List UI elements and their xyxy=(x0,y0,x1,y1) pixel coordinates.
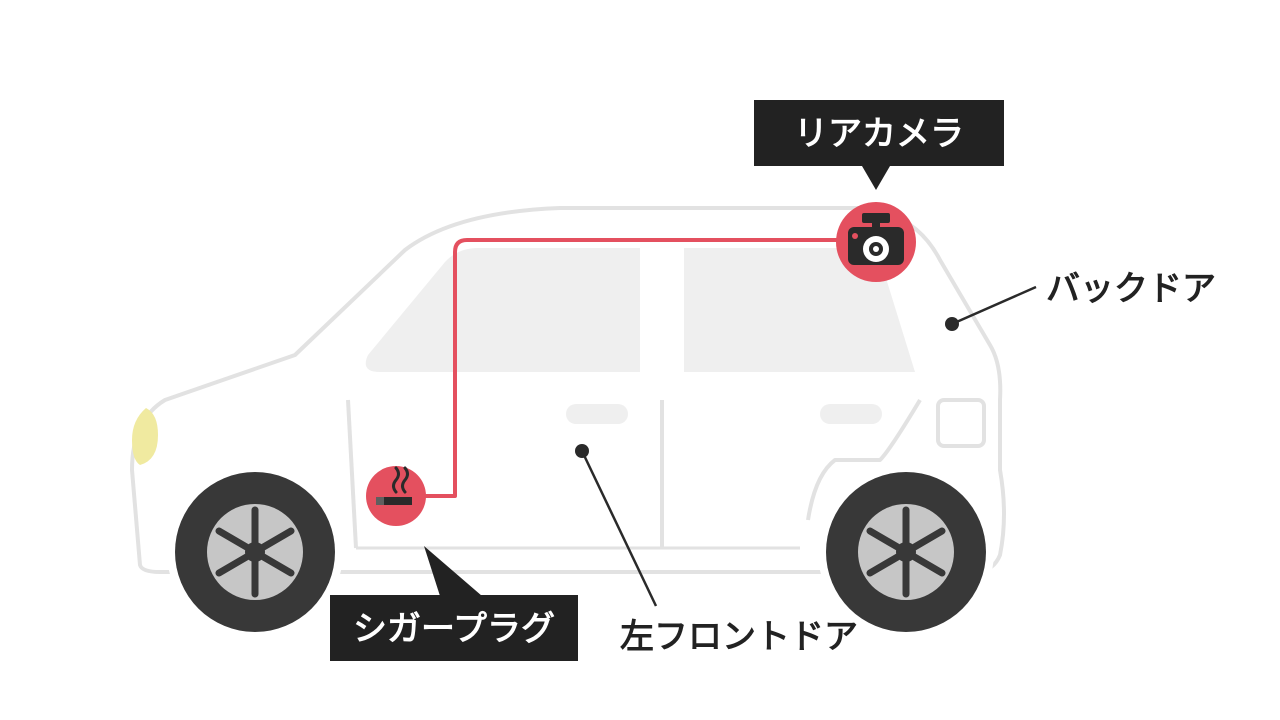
front-door-seam xyxy=(346,399,358,549)
car-body xyxy=(130,206,1006,574)
back-door-label: バックドア xyxy=(1046,269,1216,309)
dashcam-icon xyxy=(836,202,916,282)
front-wheel xyxy=(167,464,343,640)
rear-door-handle xyxy=(820,404,882,424)
rear-window xyxy=(684,248,915,372)
rear-camera-label: リアカメラ xyxy=(794,114,964,154)
cigarette-socket-icon xyxy=(366,466,426,526)
front-window xyxy=(365,248,640,372)
headlight xyxy=(132,408,158,465)
front-door-handle xyxy=(566,404,628,424)
cigar-plug-label: シガープラグ xyxy=(353,609,555,649)
back-door-leader xyxy=(945,285,1037,331)
left-front-door-label: 左フロントドア xyxy=(620,617,858,657)
rear-door-seam xyxy=(806,398,922,521)
cigar-plug-callout: シガープラグ xyxy=(330,546,578,661)
rear-camera-callout: リアカメラ xyxy=(754,100,1004,190)
rear-light xyxy=(936,398,986,448)
left-front-door-leader xyxy=(575,444,658,607)
power-cable xyxy=(425,238,840,498)
rear-wheel xyxy=(818,464,994,640)
